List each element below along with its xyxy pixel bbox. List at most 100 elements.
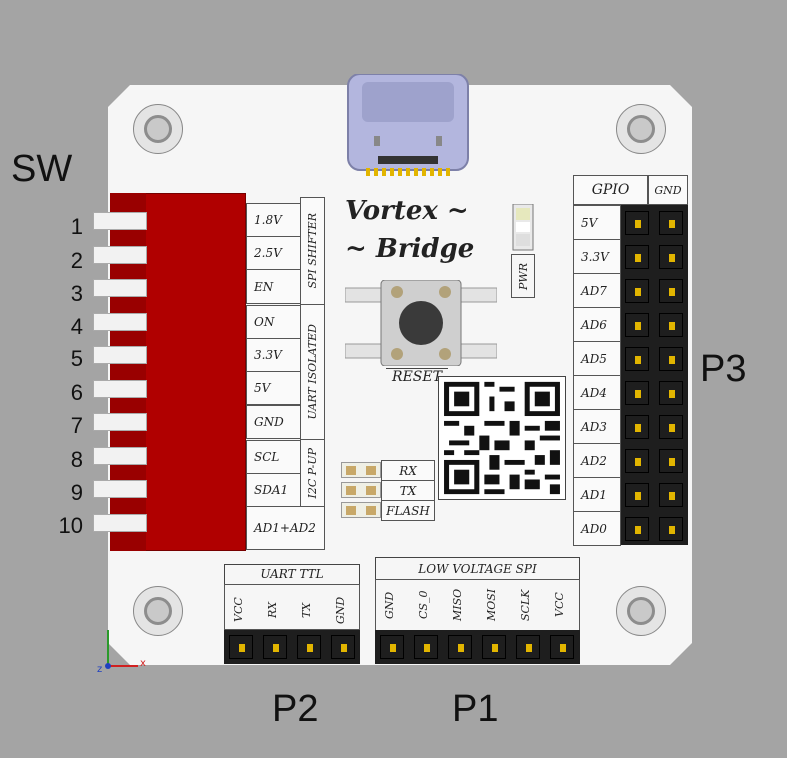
switch-setting: GND	[246, 405, 301, 439]
p3-pin-label: 5V	[573, 205, 621, 240]
switch-number: 3	[70, 281, 83, 306]
switch-number: 10	[58, 513, 83, 538]
switch-lever-4[interactable]	[93, 313, 147, 331]
header-pin[interactable]	[331, 635, 355, 659]
switch-lever-7[interactable]	[93, 413, 147, 431]
group-label: UART ISOLATED	[306, 324, 319, 420]
header-pin[interactable]	[448, 635, 472, 659]
usb-c-icon	[347, 73, 469, 176]
header-pin[interactable]	[659, 245, 683, 269]
led-tx-icon	[341, 482, 381, 498]
switch-setting: AD1+AD2	[246, 506, 325, 550]
board-title-line1: Vortex ~	[345, 196, 469, 226]
led-icon	[512, 203, 534, 251]
group-box-uart-isolated: UART ISOLATED	[300, 304, 325, 440]
header-pin[interactable]	[659, 211, 683, 235]
header-pin[interactable]	[625, 347, 649, 371]
header-pin[interactable]	[659, 449, 683, 473]
p3-col-gnd: GND	[648, 175, 688, 205]
header-pin[interactable]	[414, 635, 438, 659]
header-pin[interactable]	[659, 381, 683, 405]
led-flash-icon	[341, 502, 381, 518]
group-label: SPI SHIFTER	[306, 213, 319, 289]
header-pin[interactable]	[625, 517, 649, 541]
p1-header-block	[375, 630, 580, 664]
switch-lever-9[interactable]	[93, 480, 147, 498]
p3-pin-label: AD1	[573, 477, 621, 512]
header-pin[interactable]	[625, 449, 649, 473]
switch-setting: 3.3V	[246, 338, 301, 372]
reset-button[interactable]	[344, 279, 498, 367]
header-pin[interactable]	[263, 635, 287, 659]
header-pin[interactable]	[659, 279, 683, 303]
switch-setting: 5V	[246, 371, 301, 405]
header-pin[interactable]	[625, 381, 649, 405]
header-pin[interactable]	[380, 635, 404, 659]
switch-number: 4	[70, 314, 83, 339]
p1-label-box	[375, 579, 580, 631]
group-label: I2C P-UP	[306, 447, 319, 499]
led-rx-icon	[341, 462, 381, 478]
p2-pin-label: VCC	[232, 597, 245, 623]
led-label: FLASH	[381, 500, 435, 521]
qr-code-icon	[438, 376, 566, 500]
switch-number: 2	[70, 248, 83, 273]
header-pin[interactable]	[625, 211, 649, 235]
switch-setting: SDA1	[246, 473, 301, 507]
switch-lever-6[interactable]	[93, 380, 147, 398]
board-title-line2: ~ Bridge	[345, 234, 475, 264]
header-pin[interactable]	[659, 517, 683, 541]
tactile-switch-icon	[344, 279, 498, 367]
switch-number: 1	[70, 214, 83, 239]
p1-title-bar	[375, 557, 580, 579]
switch-lever-3[interactable]	[93, 279, 147, 297]
usb-c-connector	[344, 73, 472, 178]
header-pin[interactable]	[659, 483, 683, 507]
switch-lever-5[interactable]	[93, 346, 147, 364]
switch-number: 5	[70, 346, 83, 371]
switch-lever-1[interactable]	[93, 212, 147, 230]
header-pin[interactable]	[516, 635, 540, 659]
p3-col-gpio: GPIO	[573, 175, 648, 205]
header-pin[interactable]	[625, 279, 649, 303]
pwr-led	[510, 203, 536, 252]
label-p3: P3	[700, 348, 747, 390]
reset-label: RESET	[386, 368, 448, 385]
header-pin[interactable]	[625, 313, 649, 337]
axis-x-label: x	[140, 658, 146, 669]
switch-lever-10[interactable]	[93, 514, 147, 532]
label-sw: SW	[11, 148, 73, 190]
axis-z-label: z	[97, 664, 103, 675]
p2-pin-label: TX	[300, 602, 313, 618]
p1-pin-label: GND	[383, 591, 396, 619]
mounting-hole-bottom-left	[133, 586, 183, 636]
switch-setting: SCL	[246, 440, 301, 474]
p1-pin-label: VCC	[553, 592, 566, 618]
header-pin[interactable]	[625, 415, 649, 439]
switch-lever-2[interactable]	[93, 246, 147, 264]
group-box-spi-shifter: SPI SHIFTER	[300, 197, 325, 305]
header-pin[interactable]	[229, 635, 253, 659]
p1-title: LOW VOLTAGE SPI	[418, 562, 537, 576]
label-p2: P2	[272, 688, 319, 730]
led-label: RX	[381, 460, 435, 481]
header-pin[interactable]	[659, 347, 683, 371]
axis-triad-icon	[98, 626, 158, 676]
p3-pin-label: 3.3V	[573, 239, 621, 274]
p3-pin-label: AD6	[573, 307, 621, 342]
label-p1: P1	[452, 688, 499, 730]
header-pin[interactable]	[482, 635, 506, 659]
p3-pin-label: AD7	[573, 273, 621, 308]
p1-pin-label: MOSI	[485, 588, 498, 622]
header-pin[interactable]	[659, 415, 683, 439]
header-pin[interactable]	[625, 483, 649, 507]
switch-lever-8[interactable]	[93, 447, 147, 465]
p1-pin-label: SCLK	[519, 589, 532, 621]
header-pin[interactable]	[297, 635, 321, 659]
switch-setting: 1.8V	[246, 203, 301, 237]
led-label: TX	[381, 480, 435, 501]
switch-number: 8	[70, 447, 83, 472]
header-pin[interactable]	[659, 313, 683, 337]
header-pin[interactable]	[625, 245, 649, 269]
header-pin[interactable]	[550, 635, 574, 659]
